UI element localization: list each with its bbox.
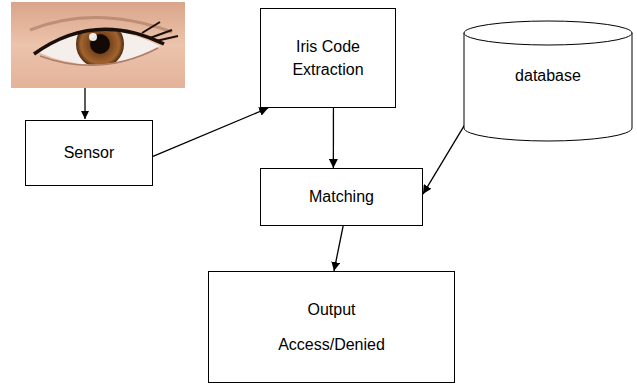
node-sublabel: Access/Denied: [278, 333, 385, 356]
node-label: Sensor: [64, 141, 115, 164]
database-cylinder: database: [463, 20, 633, 142]
flow-arrow: [333, 108, 334, 168]
node-label: database: [515, 64, 581, 87]
flow-arrow: [334, 226, 343, 271]
node-label: Output: [307, 298, 355, 321]
process-box: Iris Code Extraction: [260, 8, 396, 108]
process-box: Sensor: [25, 120, 153, 186]
output-box: OutputAccess/Denied: [208, 271, 455, 383]
node-label: Iris Code Extraction: [272, 35, 384, 81]
process-box: Matching: [260, 168, 423, 226]
node-label: Matching: [309, 185, 374, 208]
flow-arrow: [153, 108, 268, 156]
